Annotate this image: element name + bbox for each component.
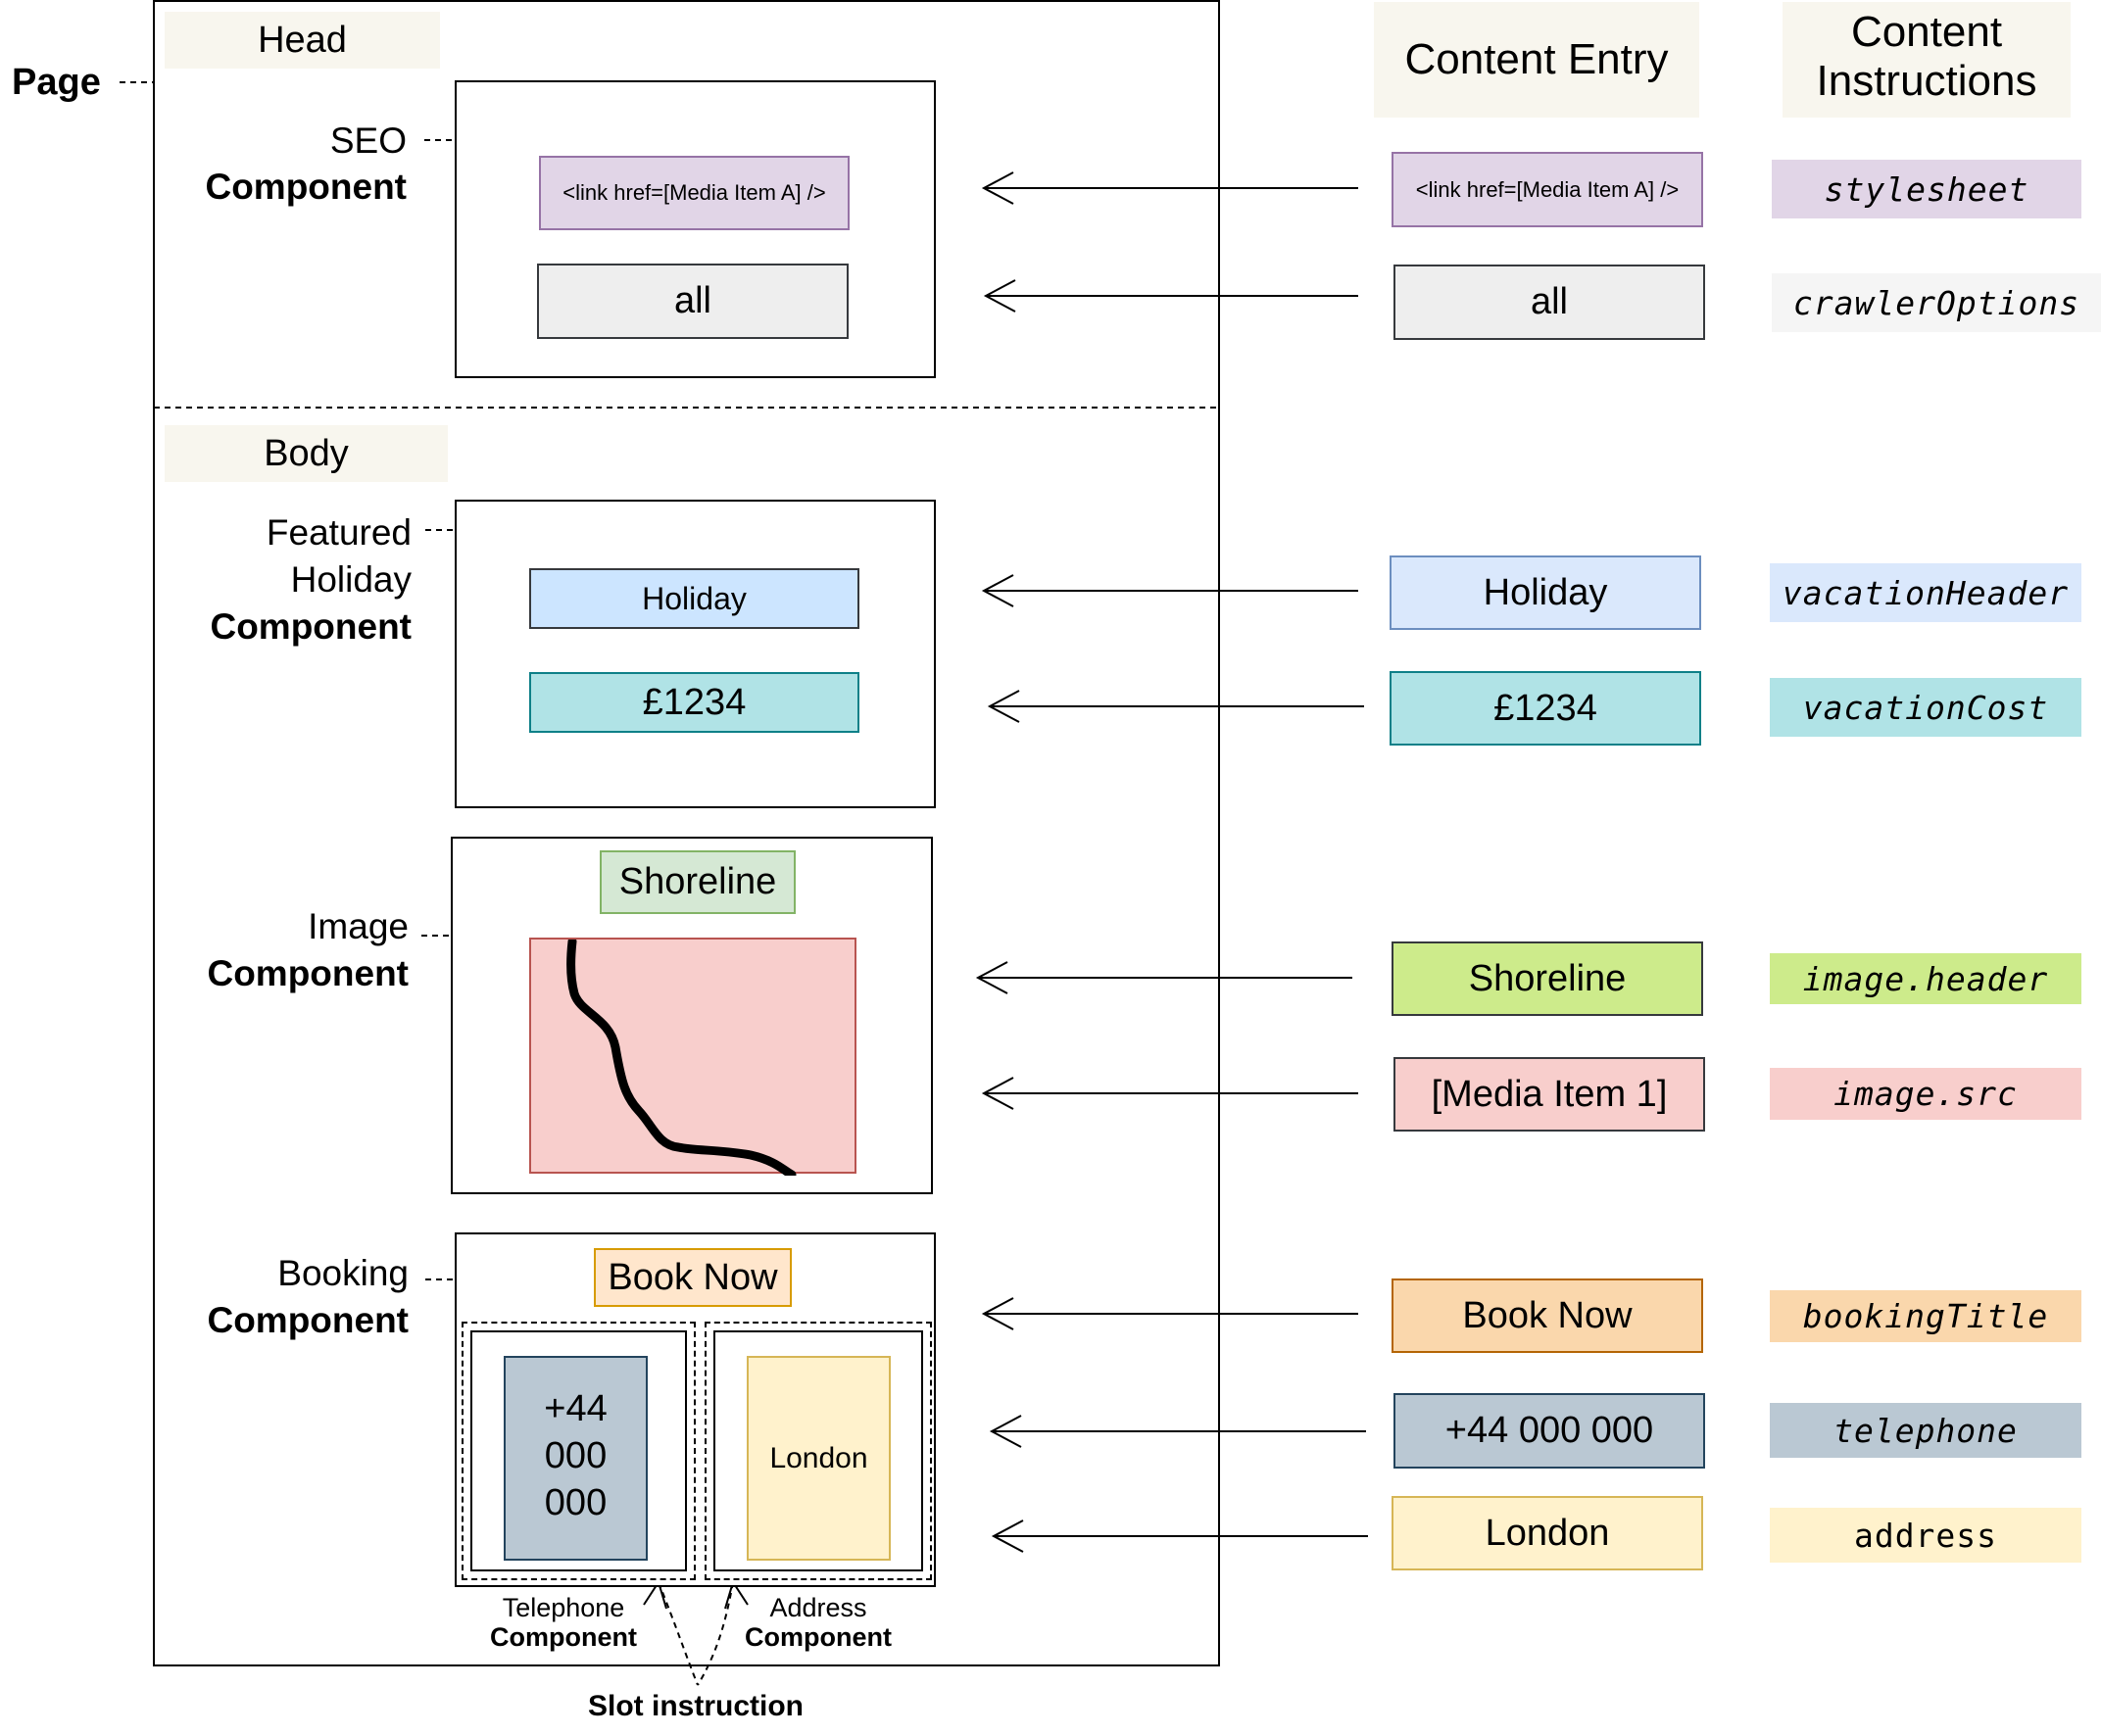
content-instruction-telephone: telephone <box>1770 1403 2081 1458</box>
seo-label-line2: Component <box>205 167 407 207</box>
content-entry-booking-title: Book Now <box>1392 1278 1703 1353</box>
featured-header-field: Holiday <box>529 568 859 629</box>
image-placeholder <box>529 938 856 1176</box>
seo-component-box: <link href=[Media Item A] /> all <box>455 80 936 378</box>
content-instruction-crawler-options: crawlerOptions <box>1772 273 2101 332</box>
content-instruction-address: address <box>1770 1508 2081 1563</box>
content-instruction-image-src: image.src <box>1770 1068 2081 1120</box>
content-entry-image-header: Shoreline <box>1392 941 1703 1016</box>
content-entry-telephone: +44 000 000 <box>1393 1393 1705 1469</box>
slot-curve-telephone <box>658 1581 699 1686</box>
telephone-component-box: +44 000 000 <box>470 1330 687 1571</box>
booking-label-line2: Component <box>207 1300 409 1340</box>
featured-label-line3: Component <box>210 606 412 647</box>
booking-component-box: Book Now +44 000 000 London <box>455 1232 936 1587</box>
telephone-line2: 000 <box>544 1435 608 1476</box>
telephone-component-caption-line2: Component <box>490 1621 637 1652</box>
river-sketch-icon <box>566 940 797 1176</box>
content-instructions-header-line1: Content <box>1850 8 2003 56</box>
content-entry-vacation-header: Holiday <box>1390 555 1701 630</box>
booking-title-field: Book Now <box>594 1248 792 1307</box>
featured-label-line1: Featured <box>266 512 412 553</box>
head-section-label: Head <box>165 12 440 69</box>
slot-instruction-label: Slot instruction <box>588 1690 804 1722</box>
telephone-slot: +44 000 000 <box>462 1322 696 1580</box>
content-instructions-header: Content Instructions <box>1783 2 2071 118</box>
image-header-field: Shoreline <box>600 850 796 914</box>
featured-label-line2: Holiday <box>290 559 412 600</box>
seo-crawler-field: all <box>537 264 849 339</box>
seo-stylesheet-field: <link href=[Media Item A] /> <box>539 156 850 230</box>
content-instruction-vacation-header: vacationHeader <box>1770 563 2081 622</box>
content-instruction-image-header: image.header <box>1770 953 2081 1004</box>
image-component-box: Shoreline <box>451 837 933 1194</box>
content-instruction-stylesheet: stylesheet <box>1772 160 2081 218</box>
image-label-line1: Image <box>308 906 409 946</box>
content-instruction-vacation-cost: vacationCost <box>1770 678 2081 737</box>
content-entry-address: London <box>1392 1496 1703 1570</box>
featured-holiday-component-box: Holiday £1234 <box>455 500 936 808</box>
content-instructions-header-line2: Instructions <box>1816 57 2037 105</box>
content-entry-crawler-options: all <box>1393 265 1705 340</box>
telephone-component-caption-line1: Telephone <box>502 1592 625 1622</box>
address-slot: London <box>705 1322 932 1580</box>
seo-label-line1: SEO <box>329 121 407 161</box>
content-instruction-booking-title: bookingTitle <box>1770 1290 2081 1342</box>
telephone-line3: 000 <box>544 1482 608 1523</box>
page-label: Page <box>12 62 101 103</box>
image-label-line2: Component <box>207 953 409 993</box>
address-field: London <box>747 1356 891 1561</box>
booking-label-line1: Booking <box>277 1253 409 1293</box>
content-entry-image-src: [Media Item 1] <box>1393 1057 1705 1132</box>
featured-cost-field: £1234 <box>529 672 859 733</box>
address-component-box: London <box>713 1330 923 1571</box>
page-frame <box>153 0 1220 1666</box>
address-component-caption-line2: Component <box>745 1621 892 1652</box>
body-section-label: Body <box>165 425 448 482</box>
telephone-line1: +44 <box>544 1388 608 1429</box>
content-entry-vacation-cost: £1234 <box>1390 671 1701 746</box>
content-entry-stylesheet: <link href=[Media Item A] /> <box>1392 152 1703 227</box>
telephone-field: +44 000 000 <box>504 1356 648 1561</box>
address-component-caption-line1: Address <box>769 1592 867 1622</box>
content-entry-header: Content Entry <box>1374 2 1699 118</box>
slot-curve-address <box>697 1581 734 1686</box>
